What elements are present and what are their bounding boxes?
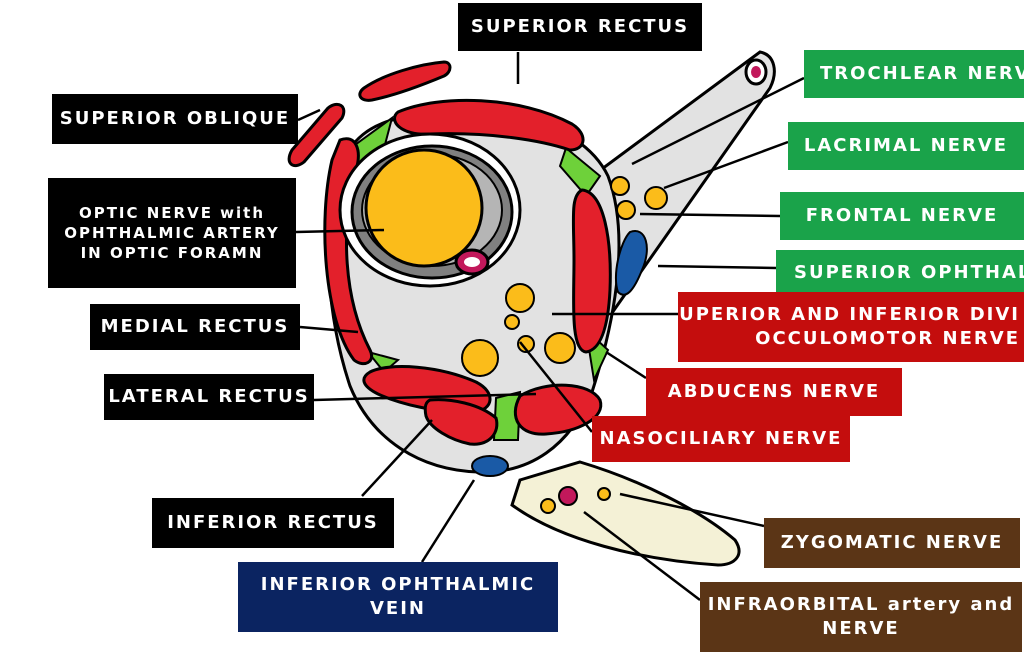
label-lateral-rectus: LATERAL RECTUS: [104, 374, 314, 420]
oculomotor-dot-2: [504, 314, 520, 330]
frontal-nerve-dot-1: [644, 186, 668, 210]
label-frontal-nerve-text: FRONTAL NERVE: [805, 204, 999, 226]
label-frontal-nerve: FRONTAL NERVE: [780, 192, 1024, 240]
label-optic-nerve-line-2: OPHTHALMIC ARTERY: [64, 223, 280, 242]
label-abducens-nerve-text: ABDUCENS NERVE: [667, 380, 881, 402]
label-inferior-ophthalmic-vein-line-1: INFERIOR OPHTHALMIC: [260, 573, 536, 595]
label-infraorbital-line-2: NERVE: [822, 618, 900, 639]
right-rectus-muscle: [571, 188, 612, 354]
label-superior-oblique: SUPERIOR OBLIQUE: [52, 94, 298, 144]
nasociliary-nerve-dot: [517, 335, 535, 353]
label-infraorbital: INFRAORBITAL artery and NERVE: [700, 582, 1022, 652]
label-nasociliary-nerve-text: NASOCILIARY NERVE: [599, 427, 843, 449]
label-optic-nerve-line-1: OPTIC NERVE with: [78, 203, 266, 222]
label-infraorbital-line-1: INFRAORBITAL artery and: [707, 593, 1015, 615]
leader-inferior-ophthalmic-vein: [420, 479, 476, 563]
leader-superior-ophthalmic: [657, 264, 777, 270]
inferior-rectus-left-muscle: [423, 398, 499, 446]
leader-trochlear: [631, 76, 805, 166]
leader-medial-rectus: [299, 325, 359, 334]
label-lateral-rectus-text: LATERAL RECTUS: [108, 385, 310, 407]
label-zygomatic-nerve-text: ZYGOMATIC NERVE: [780, 531, 1004, 553]
leader-optic-nerve: [295, 228, 385, 234]
label-nasociliary-nerve: NASOCILIARY NERVE: [592, 416, 850, 462]
lacrimal-nerve-dot: [610, 176, 630, 196]
label-inferior-rectus: INFERIOR RECTUS: [152, 498, 394, 548]
label-trochlear-nerve-text: TROCHLEAR NERVE: [820, 62, 1024, 84]
leader-inferior-rectus: [361, 419, 433, 497]
oculomotor-dot-1: [505, 283, 535, 313]
label-superior-rectus-text: SUPERIOR RECTUS: [470, 15, 690, 37]
label-lacrimal-nerve: LACRIMAL NERVE: [788, 122, 1024, 170]
optic-nerve: [364, 148, 484, 268]
frontal-nerve-dot-2: [616, 200, 636, 220]
label-optic-nerve: OPTIC NERVE with OPHTHALMIC ARTERY IN OP…: [48, 178, 296, 288]
label-superior-ophthalmic-vein-text: SUPERIOR OPHTHALM: [794, 261, 1024, 283]
infraorbital-nerve-dot: [540, 498, 556, 514]
leader-superior-oblique: [297, 108, 321, 122]
label-inferior-ophthalmic-vein-line-2: VEIN: [370, 598, 426, 619]
label-abducens-nerve: ABDUCENS NERVE: [646, 368, 902, 416]
leader-lateral-rectus: [313, 392, 537, 402]
label-inferior-rectus-text: INFERIOR RECTUS: [167, 511, 379, 533]
label-medial-rectus: MEDIAL RECTUS: [90, 304, 300, 350]
label-superior-rectus: SUPERIOR RECTUS: [458, 3, 702, 51]
infraorbital-artery-dot: [558, 486, 578, 506]
label-superior-oblique-text: SUPERIOR OBLIQUE: [59, 107, 291, 129]
label-oculomotor-line-2: OCCULOMOTOR NERVE: [755, 328, 1020, 349]
leader-nasociliary: [519, 341, 593, 433]
superior-oblique-muscle: [287, 102, 346, 167]
superior-ophthalmic-vein-shape: [614, 230, 648, 296]
label-inferior-ophthalmic-vein: INFERIOR OPHTHALMIC VEIN: [238, 562, 558, 632]
zygomatic-nerve-dot: [597, 487, 611, 501]
inferior-rectus-muscle: [513, 383, 603, 436]
trochlear-nerve-core: [751, 66, 761, 78]
ophthalmic-artery-lumen: [464, 257, 480, 267]
leader-abducens: [605, 350, 647, 380]
leader-lacrimal: [663, 140, 789, 190]
leader-zygomatic: [619, 492, 765, 528]
oculomotor-dot-3: [461, 339, 499, 377]
inferior-ophthalmic-vein-shape: [471, 455, 509, 477]
label-oculomotor-divisions: SUPERIOR AND INFERIOR DIVI OCCULOMOTOR N…: [678, 292, 1024, 362]
levator-muscle: [358, 60, 452, 102]
label-optic-nerve-line-3: IN OPTIC FORAMN: [80, 244, 264, 263]
leader-infraorbital: [583, 511, 701, 601]
label-medial-rectus-text: MEDIAL RECTUS: [100, 315, 290, 337]
label-zygomatic-nerve: ZYGOMATIC NERVE: [764, 518, 1020, 568]
leader-frontal: [639, 212, 781, 218]
label-lacrimal-nerve-text: LACRIMAL NERVE: [803, 134, 1009, 156]
leader-lines: [295, 52, 805, 601]
label-oculomotor-line-1: SUPERIOR AND INFERIOR DIVI: [678, 303, 1020, 325]
abducens-nerve-dot: [544, 332, 576, 364]
label-trochlear-nerve: TROCHLEAR NERVE: [804, 50, 1024, 98]
label-superior-ophthalmic-vein: SUPERIOR OPHTHALM: [776, 250, 1024, 296]
